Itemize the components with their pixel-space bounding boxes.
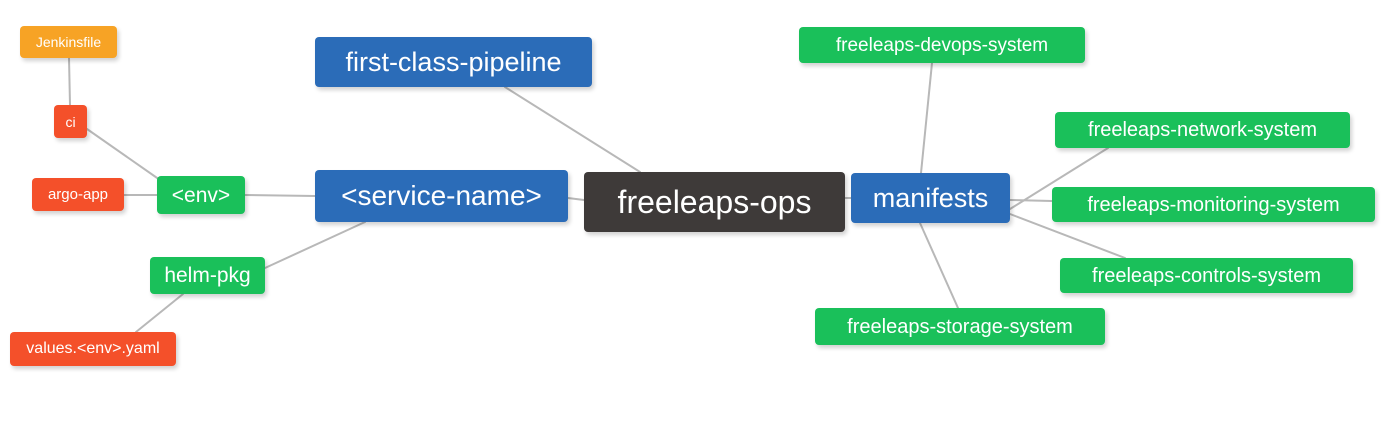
node-label-freeleaps-network-system: freeleaps-network-system (1088, 119, 1317, 141)
node-label-values-yaml: values.<env>.yaml (26, 340, 160, 357)
node-label-helm-pkg: helm-pkg (164, 264, 251, 287)
node-label-freeleaps-monitoring-system: freeleaps-monitoring-system (1087, 193, 1340, 216)
edge-manifests-to-freeleaps-monitoring-system (1009, 199, 1053, 202)
node-freeleaps-controls-system[interactable]: freeleaps-controls-system (1060, 258, 1353, 293)
node-jenkinsfile[interactable]: Jenkinsfile (20, 26, 117, 58)
node-label-freeleaps-controls-system: freeleaps-controls-system (1092, 264, 1321, 287)
edge-ci-to-env (86, 128, 161, 181)
node-label-env: <env> (171, 183, 231, 207)
node-helm-pkg[interactable]: helm-pkg (150, 257, 265, 294)
node-label-jenkinsfile: Jenkinsfile (35, 34, 102, 50)
node-argo-app[interactable]: argo-app (32, 178, 124, 211)
node-freeleaps-devops-system[interactable]: freeleaps-devops-system (799, 27, 1085, 63)
node-label-argo-app: argo-app (47, 186, 109, 203)
node-service-name[interactable]: <service-name> (315, 170, 568, 222)
node-label-freeleaps-ops: freeleaps-ops (617, 184, 812, 220)
node-label-service-name: <service-name> (341, 180, 542, 211)
node-label-first-class-pipeline: first-class-pipeline (345, 46, 562, 77)
node-freeleaps-network-system[interactable]: freeleaps-network-system (1055, 112, 1350, 148)
node-label-manifests: manifests (872, 182, 989, 213)
edge-env-to-service-name (244, 194, 316, 197)
edge-first-class-pipeline-to-freeleaps-ops (504, 86, 641, 173)
edge-service-name-to-helm-pkg (264, 221, 366, 269)
edge-manifests-to-freeleaps-storage-system (919, 222, 959, 309)
node-freeleaps-monitoring-system[interactable]: freeleaps-monitoring-system (1052, 187, 1375, 222)
node-manifests[interactable]: manifests (851, 173, 1010, 223)
node-label-freeleaps-devops-system: freeleaps-devops-system (835, 34, 1049, 56)
node-label-freeleaps-storage-system: freeleaps-storage-system (847, 315, 1073, 338)
edge-service-name-to-freeleaps-ops (567, 197, 585, 201)
node-freeleaps-ops[interactable]: freeleaps-ops (584, 172, 845, 232)
node-ci[interactable]: ci (54, 105, 87, 138)
edge-jenkinsfile-to-ci (68, 57, 71, 106)
edge-manifests-to-freeleaps-devops-system (920, 62, 933, 174)
node-label-ci: ci (65, 113, 76, 130)
edge-helm-pkg-to-values-yaml (135, 293, 184, 333)
node-values-yaml[interactable]: values.<env>.yaml (10, 332, 176, 366)
node-freeleaps-storage-system[interactable]: freeleaps-storage-system (815, 308, 1105, 345)
node-first-class-pipeline[interactable]: first-class-pipeline (315, 37, 592, 87)
node-env[interactable]: <env> (157, 176, 245, 214)
